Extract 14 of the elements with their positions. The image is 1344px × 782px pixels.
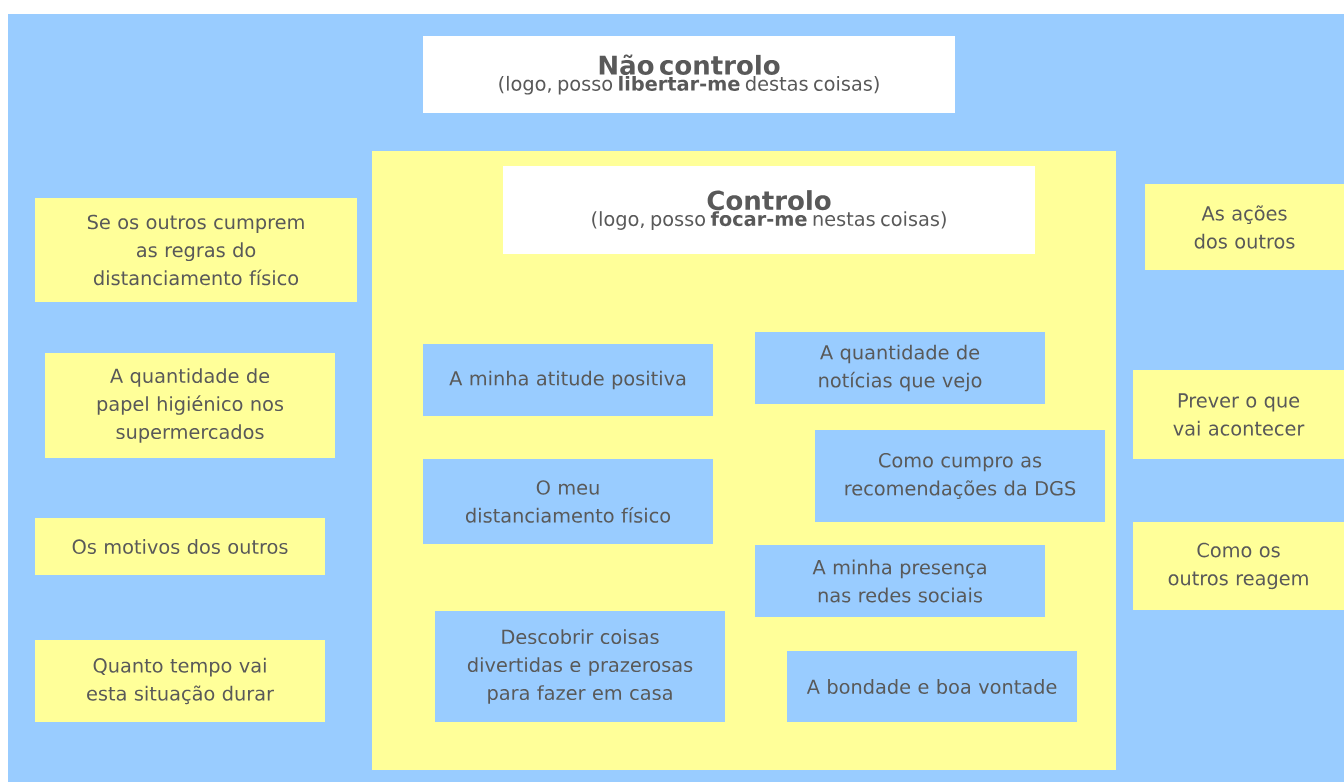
- text-box: Como cumpro as recomendações da DGS: [815, 430, 1105, 522]
- text-box: Quanto tempo vai esta situação durar: [35, 640, 325, 722]
- text-box: O meu distanciamento físico: [423, 459, 713, 544]
- text-box: A minha presença nas redes sociais: [755, 545, 1045, 617]
- text-box: Se os outros cumprem as regras do distanciamento físico: [35, 198, 357, 302]
- text-box: A quantidade de papel higiénico nos supermercados: [45, 353, 335, 458]
- text-box: Prever o que vai acontecer: [1133, 370, 1344, 459]
- text-box: A minha atitude positiva: [423, 344, 713, 416]
- text-box: A quantidade de notícias que vejo: [755, 332, 1045, 404]
- text-box: As ações dos outros: [1145, 184, 1344, 270]
- text-box: Os motivos dos outros: [35, 518, 325, 575]
- text-box: Como os outros reagem: [1133, 522, 1344, 610]
- text-box: A bondade e boa vontade: [787, 651, 1077, 722]
- text-box: Descobrir coisas divertidas e prazerosas para fazer em casa: [435, 611, 725, 722]
